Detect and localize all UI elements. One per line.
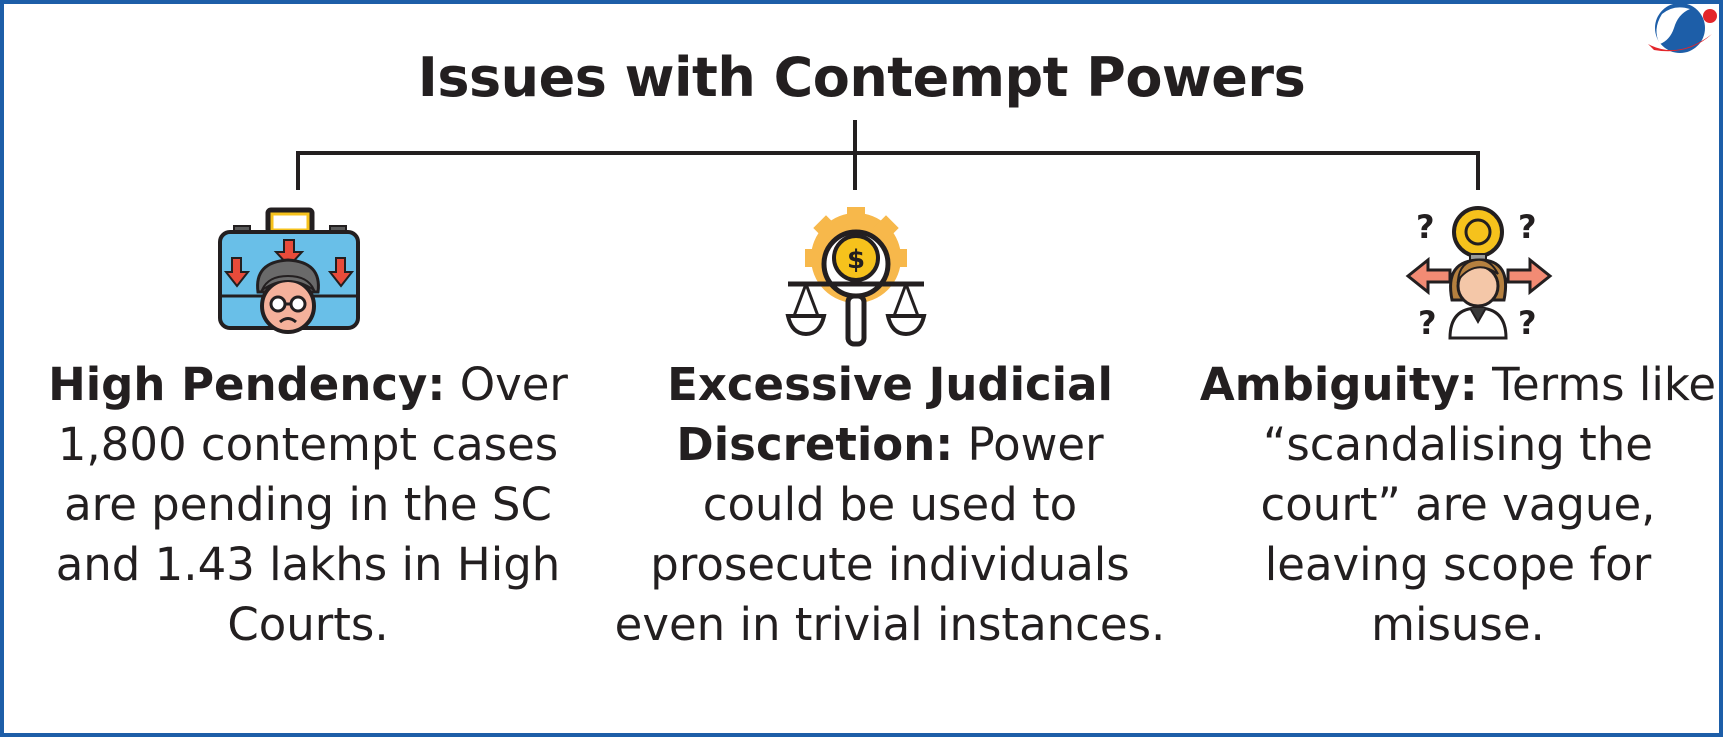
svg-text:?: ?	[1518, 304, 1537, 340]
confused-person-lightbulb-icon: ? ? ? ?	[1405, 206, 1553, 340]
issue-excessive-judicial-discretion: Excessive Judicial Discretion: Power cou…	[612, 355, 1168, 655]
issue-high-pendency: High Pendency: Over 1,800 contempt cases…	[28, 355, 588, 655]
svg-text:?: ?	[1416, 208, 1435, 246]
issue-body: Terms like “scandalising the court” are …	[1260, 358, 1717, 651]
issue-heading: Excessive Judicial Discretion:	[667, 358, 1113, 471]
issue-body: Over 1,800 contempt cases are pending in…	[55, 358, 568, 651]
issue-body: Power could be used to prosecute individ…	[614, 418, 1166, 651]
svg-text:$: $	[847, 245, 865, 275]
svg-text:?: ?	[1418, 304, 1437, 340]
scales-magnifier-dollar-icon: $	[785, 207, 927, 347]
brand-logo-icon	[1648, 3, 1717, 53]
issue-heading: High Pendency:	[48, 358, 446, 411]
briefcase-worried-person-icon	[218, 207, 360, 334]
svg-text:?: ?	[1518, 208, 1537, 246]
diagram-title: Issues with Contempt Powers	[417, 46, 1306, 109]
issue-ambiguity: Ambiguity: Terms like “scandalising the …	[1198, 355, 1718, 655]
issue-heading: Ambiguity:	[1199, 358, 1478, 411]
